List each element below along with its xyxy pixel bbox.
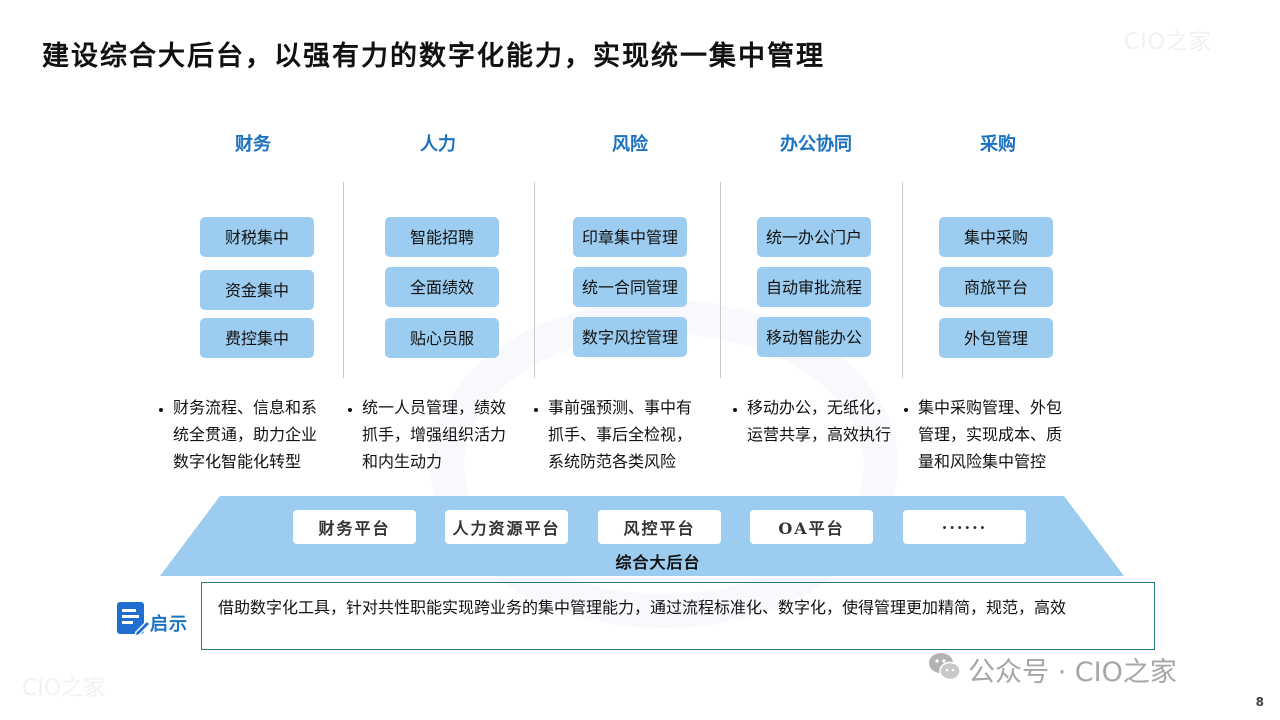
watermark-top: CIO之家 (1123, 30, 1212, 55)
capability-pill: 财税集中 (200, 217, 314, 257)
base-label: 综合大后台 (615, 553, 701, 572)
column-title-finance: 财务 (235, 134, 271, 155)
capability-pill: 印章集中管理 (573, 217, 687, 257)
insight-text: 借助数字化工具，针对共性职能实现跨业务的集中管理能力，通过流程标准化、数字化，使… (218, 598, 1067, 617)
column-description-finance: 财务流程、信息和系统全贯通，助力企业数字化智能化转型 (153, 394, 325, 475)
column-divider (534, 182, 535, 378)
wechat-icon (929, 653, 961, 681)
capability-pill: 自动审批流程 (757, 267, 871, 307)
column-title-procurement: 采购 (980, 134, 1016, 155)
capability-pill: 商旅平台 (939, 267, 1053, 307)
capability-pill: 数字风控管理 (573, 317, 687, 357)
capability-pill: 智能招聘 (385, 217, 499, 257)
platform-finance: 财务平台 (293, 510, 416, 544)
platform-oa: OA平台 (750, 510, 873, 544)
capability-pill: 费控集中 (200, 318, 314, 358)
insight-label: 启示 (150, 614, 188, 635)
insight-box: 借助数字化工具，针对共性职能实现跨业务的集中管理能力，通过流程标准化、数字化，使… (201, 582, 1155, 650)
capability-pill: 移动智能办公 (757, 317, 871, 357)
capability-pill: 外包管理 (939, 318, 1053, 358)
platform-more: ······ (903, 510, 1026, 544)
capability-pill: 集中采购 (939, 217, 1053, 257)
column-description-risk: 事前强预测、事中有抓手、事后全检视，系统防范各类风险 (528, 394, 700, 475)
column-title-hr: 人力 (420, 134, 456, 155)
footer-brand: 公众号 · CIO之家 (968, 657, 1177, 688)
column-divider (720, 182, 721, 378)
column-divider (902, 182, 903, 378)
page-title: 建设综合大后台，以强有力的数字化能力，实现统一集中管理 (42, 41, 825, 72)
document-icon (117, 602, 150, 637)
capability-pill: 统一办公门户 (757, 217, 871, 257)
page-number: 8 (1255, 695, 1264, 709)
column-title-risk: 风险 (612, 134, 648, 155)
capability-pill: 全面绩效 (385, 267, 499, 307)
column-title-office: 办公协同 (780, 134, 852, 155)
column-description-hr: 统一人员管理，绩效抓手，增强组织活力和内生动力 (342, 394, 514, 475)
column-description-procurement: 集中采购管理、外包管理，实现成本、质量和风险集中管控 (898, 394, 1070, 475)
watermark-bottom-left: CIO之家 (22, 676, 106, 701)
platform-hr: 人力资源平台 (445, 510, 568, 544)
capability-pill: 贴心员服 (385, 318, 499, 358)
platform-risk: 风控平台 (598, 510, 721, 544)
capability-pill: 资金集中 (200, 270, 314, 310)
column-description-office: 移动办公，无纸化，运营共享，高效执行 (727, 394, 899, 448)
capability-pill: 统一合同管理 (573, 267, 687, 307)
column-divider (343, 182, 344, 378)
